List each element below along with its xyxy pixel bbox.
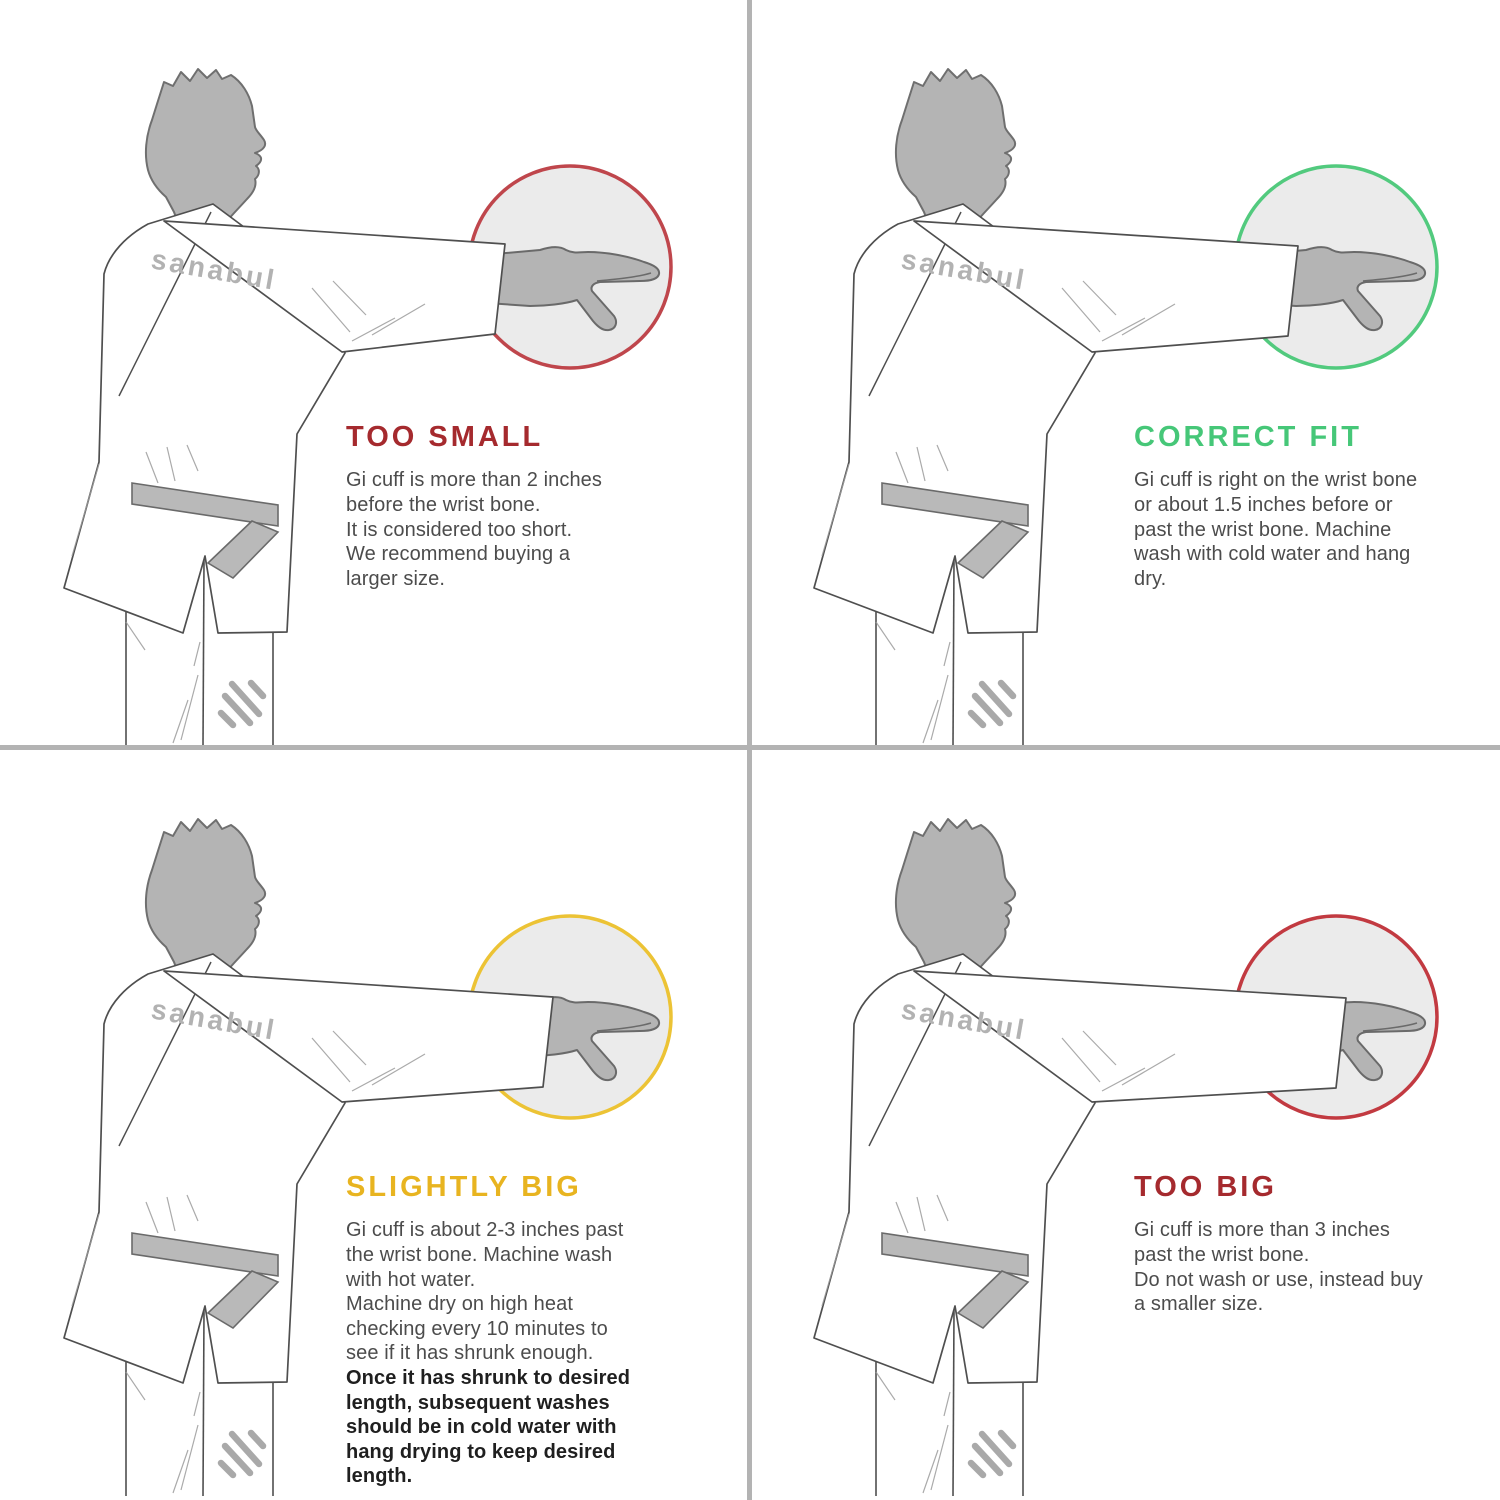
gi-sleeve bbox=[913, 970, 1347, 1103]
head-silhouette bbox=[894, 818, 1017, 997]
fit-heading: SLIGHTLY BIG bbox=[346, 1171, 582, 1203]
fit-description: Gi cuff is about 2-3 inches past the wri… bbox=[346, 1219, 624, 1365]
finger-separation-line bbox=[596, 272, 652, 282]
sanabul-emblem-icon bbox=[217, 1429, 267, 1479]
fit-panel-text: TOO SMALL Gi cuff is more than 2 inches … bbox=[346, 421, 694, 591]
belt-tail bbox=[956, 520, 1030, 580]
gi-figure-illustration: sanabul bbox=[813, 818, 1439, 1497]
vertical-divider bbox=[747, 0, 752, 1500]
sanabul-emblem-icon bbox=[967, 1429, 1017, 1479]
fit-heading: TOO BIG bbox=[1134, 1171, 1277, 1203]
head-silhouette bbox=[894, 68, 1017, 247]
fit-panel-text: SLIGHTLY BIG Gi cuff is about 2-3 inches… bbox=[346, 1171, 694, 1489]
fit-panel-text: CORRECT FIT Gi cuff is right on the wris… bbox=[1134, 421, 1482, 591]
sanabul-emblem-icon bbox=[967, 679, 1017, 729]
fit-heading: CORRECT FIT bbox=[1134, 421, 1362, 453]
head-silhouette bbox=[144, 818, 267, 997]
belt-tail bbox=[956, 1270, 1030, 1330]
gi-figure-illustration: sanabul bbox=[63, 818, 673, 1497]
gi-figure-illustration: sanabul bbox=[813, 68, 1439, 747]
fit-panel-slightly-big: sanabul SLIGHTLY BIG Gi cuff is about 2-… bbox=[0, 750, 750, 1500]
fit-panel-too-big: sanabul TOO BIG Gi cuff is more than 3 i… bbox=[750, 750, 1500, 1500]
fit-panel-too-small: sanabul TOO SMALL Gi cuff is more than 2… bbox=[0, 0, 750, 750]
arm-circle-group bbox=[467, 164, 673, 370]
fit-description: Gi cuff is more than 3 inches past the w… bbox=[1134, 1219, 1423, 1316]
finger-separation-line bbox=[1362, 1022, 1418, 1032]
fit-description-bold: Once it has shrunk to desired length, su… bbox=[346, 1366, 631, 1488]
fit-description: Gi cuff is more than 2 inches before the… bbox=[346, 469, 602, 590]
finger-separation-line bbox=[1362, 272, 1418, 282]
belt bbox=[881, 1232, 1029, 1277]
gi-sleeve bbox=[913, 220, 1299, 353]
belt bbox=[881, 482, 1029, 527]
sanabul-emblem-icon bbox=[217, 679, 267, 729]
gi-sleeve bbox=[163, 220, 506, 353]
crease-lines bbox=[821, 280, 1176, 744]
fit-description: Gi cuff is right on the wrist bone or ab… bbox=[1134, 469, 1418, 590]
crease-lines bbox=[71, 1030, 426, 1494]
fit-panel-text: TOO BIG Gi cuff is more than 3 inches pa… bbox=[1134, 1171, 1482, 1317]
belt bbox=[131, 482, 279, 527]
belt-tail bbox=[206, 520, 280, 580]
head-silhouette bbox=[144, 68, 267, 247]
gi-sleeve bbox=[163, 970, 554, 1103]
gi-figure-illustration: sanabul bbox=[63, 68, 673, 747]
fit-heading: TOO SMALL bbox=[346, 421, 544, 453]
belt-tail bbox=[206, 1270, 280, 1330]
horizontal-divider bbox=[0, 745, 1500, 750]
belt bbox=[131, 1232, 279, 1277]
fit-panel-correct-fit: sanabul CORRECT FIT Gi cuff is right on … bbox=[750, 0, 1500, 750]
crease-lines bbox=[821, 1030, 1176, 1494]
hand-forearm bbox=[471, 246, 661, 332]
crease-lines bbox=[71, 280, 426, 744]
finger-separation-line bbox=[596, 1022, 652, 1032]
